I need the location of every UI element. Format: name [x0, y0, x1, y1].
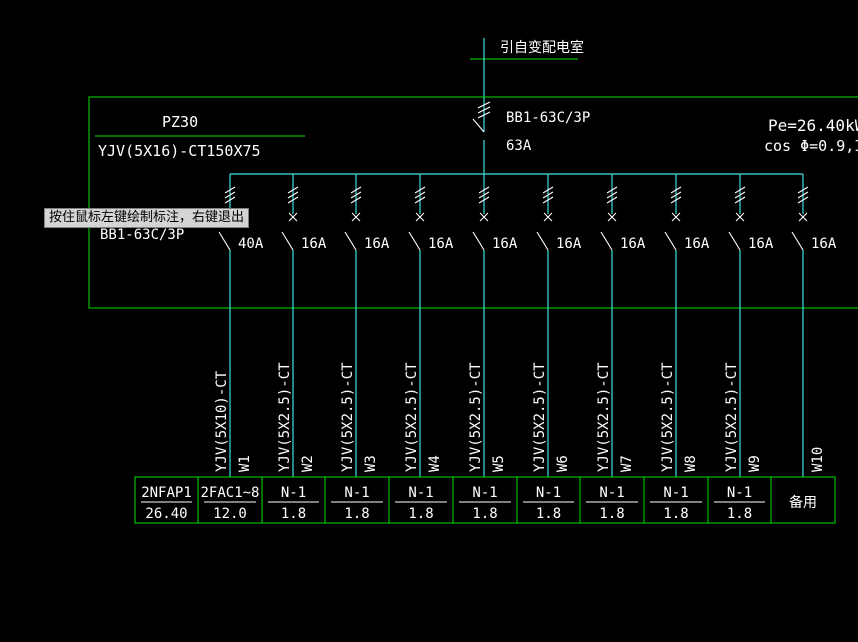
- branch-breaker-model: BB1-63C/3P: [100, 227, 184, 243]
- branch-current: 16A: [428, 236, 454, 252]
- branch-cable: YJV(5X2.5)-CT: [660, 362, 676, 472]
- branch-7: 16A YJV(5X2.5)-CT W7: [596, 174, 646, 477]
- load-value: 26.40: [145, 506, 187, 522]
- load-name: N-1: [408, 485, 433, 501]
- load-name: 2FAC1~8: [200, 485, 259, 501]
- branch-current: 16A: [748, 236, 774, 252]
- load-table: 2NFAP1 26.40 2FAC1~8 12.0 N-1 1.8 N-1 1.8 N-1 1.8…: [134, 476, 836, 524]
- branch-5: 16A YJV(5X2.5)-CT W5: [468, 174, 518, 477]
- branch-current: 16A: [811, 236, 837, 252]
- branch-cable: YJV(5X2.5)-CT: [532, 362, 548, 472]
- branch-circuit-id: W5: [491, 455, 507, 472]
- branch-circuit-id: W8: [683, 455, 699, 472]
- branch-cable: YJV(5X2.5)-CT: [340, 362, 356, 472]
- branch-cable: YJV(5X2.5)-CT: [724, 362, 740, 472]
- source-label: 引自变配电室: [500, 39, 584, 56]
- load-name: N-1: [472, 485, 497, 501]
- load-value: 1.8: [599, 506, 624, 522]
- branch-circuit-id: W1: [237, 455, 253, 472]
- load-value: 1.8: [472, 506, 497, 522]
- main-breaker-current: 63A: [506, 138, 532, 154]
- branch-current: 16A: [620, 236, 646, 252]
- branch-circuit-id: W9: [747, 455, 763, 472]
- status-tooltip: 按住鼠标左键绘制标注，右键退出: [44, 208, 250, 228]
- main-breaker-symbol: [472, 100, 491, 174]
- branch-6: 16A YJV(5X2.5)-CT W6: [532, 174, 582, 477]
- load-value: 1.8: [536, 506, 561, 522]
- panel-cos: cos Φ=0.9,Ic=: [764, 137, 858, 155]
- branch-cable: YJV(5X2.5)-CT: [468, 362, 484, 472]
- branch-cable: YJV(5X2.5)-CT: [596, 362, 612, 472]
- load-name: N-1: [599, 485, 624, 501]
- branch-current: 16A: [492, 236, 518, 252]
- load-value: 1.8: [727, 506, 752, 522]
- branch-current: 40A: [238, 236, 264, 252]
- load-table-frame: [134, 476, 836, 524]
- load-value: 1.8: [344, 506, 369, 522]
- branch-current: 16A: [684, 236, 710, 252]
- load-name: 2NFAP1: [141, 485, 192, 501]
- branch-4: 16A YJV(5X2.5)-CT W4: [404, 174, 454, 477]
- branch-2: 16A YJV(5X2.5)-CT W2: [277, 174, 327, 477]
- branch-circuit-id: W10: [810, 447, 826, 472]
- branch-cable: YJV(5X2.5)-CT: [404, 362, 420, 472]
- panel-frame: [88, 96, 858, 309]
- panel-cable: YJV(5X16)-CT150X75: [98, 142, 261, 160]
- load-name: N-1: [281, 485, 306, 501]
- branch-current: 16A: [301, 236, 327, 252]
- branch-cable: YJV(5X2.5)-CT: [277, 362, 293, 472]
- branch-current: 16A: [556, 236, 582, 252]
- branch-circuit-id: W2: [300, 455, 316, 472]
- branch-current: 16A: [364, 236, 390, 252]
- branch-circuit-id: W4: [427, 455, 443, 472]
- branch-cable: YJV(5X10)-CT: [214, 370, 230, 472]
- load-name: N-1: [536, 485, 561, 501]
- branch-circuit-id: W7: [619, 455, 635, 472]
- load-name: N-1: [727, 485, 752, 501]
- branch-10: 16A W10: [791, 174, 837, 477]
- branch-circuits: 40A YJV(5X10)-CT W1 16A YJV(5X2.5)-CT W2 16A YJ…: [214, 174, 837, 477]
- load-value: 1.8: [281, 506, 306, 522]
- branch-9: 16A YJV(5X2.5)-CT W9: [724, 174, 774, 477]
- load-name: 备用: [789, 494, 817, 511]
- main-breaker-model: BB1-63C/3P: [506, 110, 590, 126]
- load-value: 1.8: [408, 506, 433, 522]
- load-name: N-1: [344, 485, 369, 501]
- load-value: 1.8: [663, 506, 688, 522]
- load-value: 12.0: [213, 506, 247, 522]
- branch-circuit-id: W6: [555, 455, 571, 472]
- panel-pe: Pe=26.40kW: [768, 116, 858, 135]
- branch-circuit-id: W3: [363, 455, 379, 472]
- branch-1: 40A YJV(5X10)-CT W1: [214, 174, 264, 477]
- panel-name: PZ30: [162, 113, 198, 131]
- branch-8: 16A YJV(5X2.5)-CT W8: [660, 174, 710, 477]
- load-name: N-1: [663, 485, 688, 501]
- branch-3: 16A YJV(5X2.5)-CT W3: [340, 174, 390, 477]
